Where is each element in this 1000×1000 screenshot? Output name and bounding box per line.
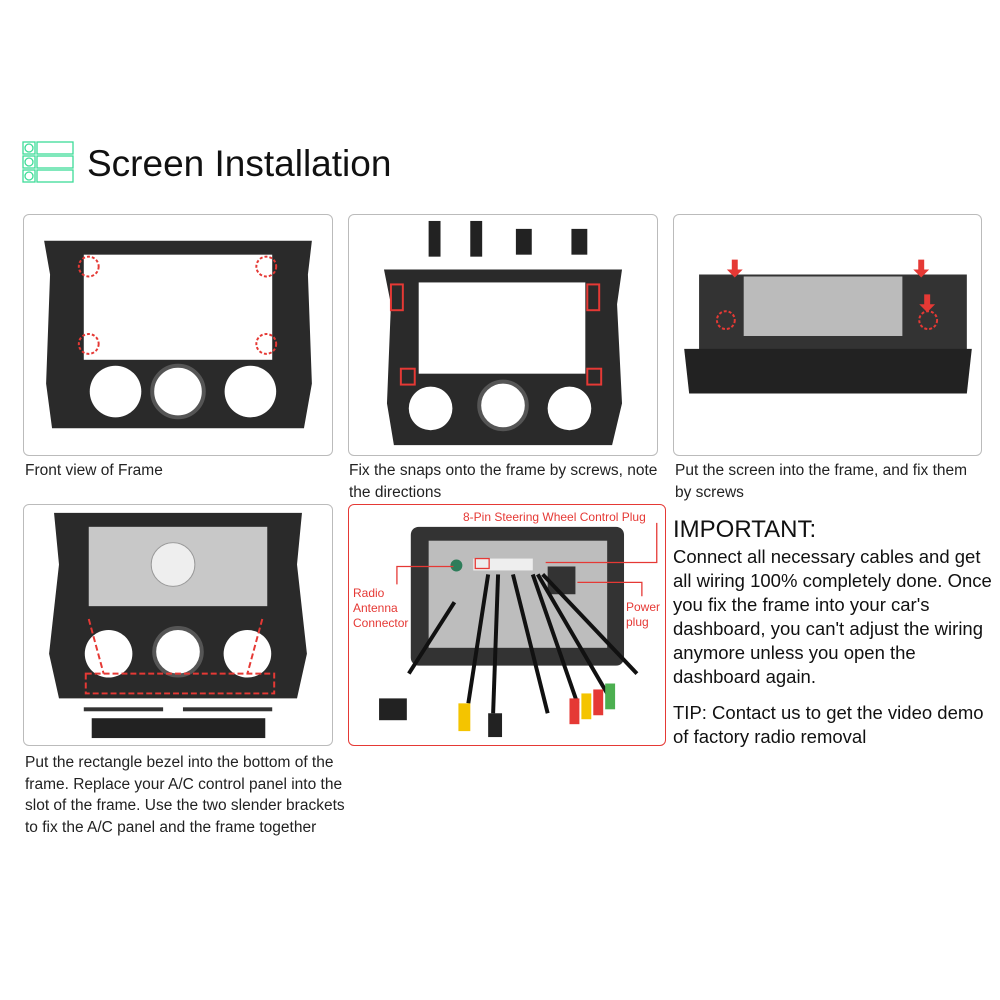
steering-plug-label: 8-Pin Steering Wheel Control Plug (463, 510, 646, 524)
important-text: Connect all necessary cables and get all… (673, 546, 992, 687)
bezel-install-image (23, 504, 333, 746)
step-1-caption: Front view of Frame (25, 462, 163, 479)
frame-front-image (23, 214, 333, 456)
tip-text: TIP: Contact us to get the video demo of… (673, 702, 984, 747)
snaps-image (348, 214, 658, 456)
screen-into-frame-image (673, 214, 982, 456)
wiring-diagram-image: 8-Pin Steering Wheel Control Plug Radio … (348, 504, 666, 746)
antenna-label: Radio Antenna Connector (353, 586, 409, 630)
step-4-caption: Put the rectangle bezel into the bottom … (25, 754, 345, 836)
page-title: Screen Installation (87, 143, 392, 184)
step-3-caption: Put the screen into the frame, and fix t… (675, 462, 968, 501)
important-heading: IMPORTANT: (673, 516, 817, 543)
power-plug-label: Power plug (626, 600, 661, 629)
list-icon (22, 141, 74, 183)
step-2-caption: Fix the snaps onto the frame by screws, … (349, 462, 658, 501)
